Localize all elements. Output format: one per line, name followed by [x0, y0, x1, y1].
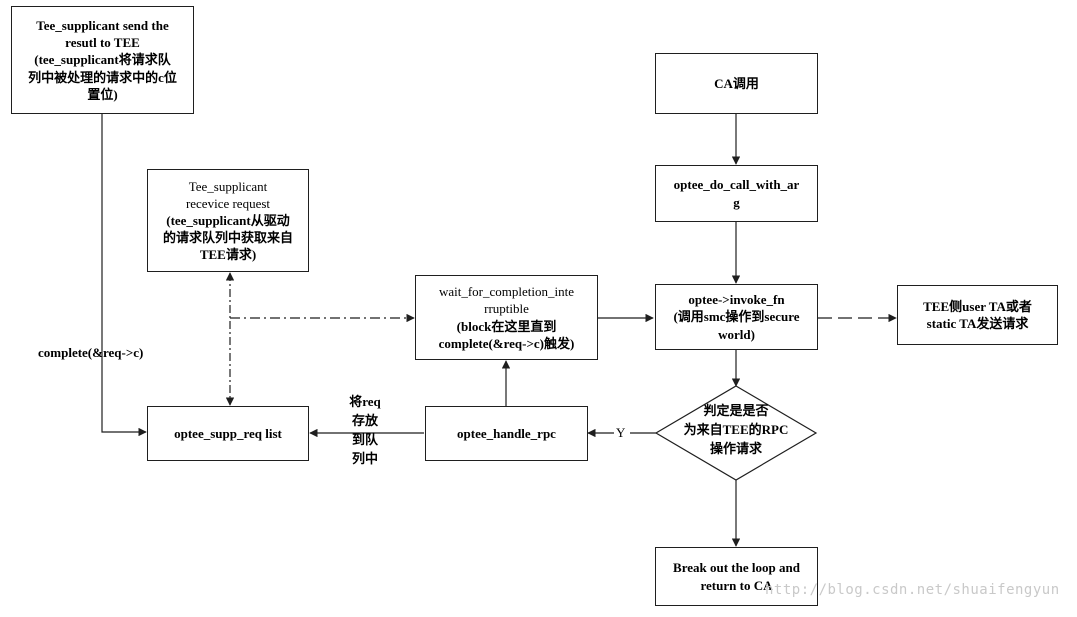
- decision-diamond: [654, 385, 818, 481]
- node-ca-call: CA调用: [655, 53, 818, 114]
- node-do-call: optee_do_call_with_ar g: [655, 165, 818, 222]
- node-tee-side: TEE侧user TA或者 static TA发送请求: [897, 285, 1058, 345]
- node-tee-send: Tee_supplicant send the resutl to TEE (t…: [11, 6, 194, 114]
- watermark: http://blog.csdn.net/shuaifengyun: [765, 582, 1060, 598]
- edge-label-yes: Y: [616, 425, 626, 440]
- node-invoke-fn: optee->invoke_fn (调用smc操作到secure world): [655, 284, 818, 350]
- node-handle-rpc: optee_handle_rpc: [425, 406, 588, 461]
- edge-label-enqueue: 将req 存放 到队 列中: [349, 394, 381, 466]
- edge-label-complete: complete(&req->c): [38, 345, 144, 360]
- node-supp-req-list: optee_supp_req list: [147, 406, 309, 461]
- node-wait-completion: wait_for_completion_inte rruptible (bloc…: [415, 275, 598, 360]
- edge-send-to-list: [101, 113, 147, 437]
- decision-label: 判定是是否 为来自TEE的RPC 操作请求: [683, 403, 789, 456]
- node-tee-recv: Tee_supplicant recevice request (tee_sup…: [147, 169, 309, 272]
- node-break-out: Break out the loop and return to CA: [655, 547, 818, 606]
